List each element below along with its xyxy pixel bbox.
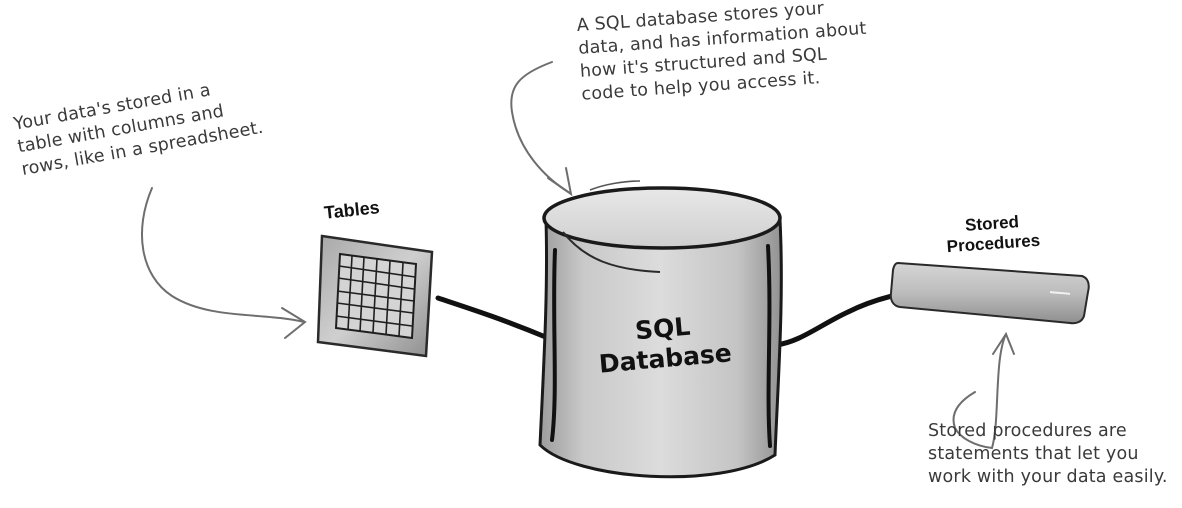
- connector-tables-database: [435, 295, 551, 341]
- procedures-note-line-1: Stored procedures are: [928, 421, 1127, 441]
- procedures-note: Stored procedures are statements that le…: [928, 420, 1168, 489]
- table-grid-icon: [316, 234, 434, 358]
- database-cylinder: [538, 180, 783, 479]
- procedures-note-line-3: work with your data easily.: [928, 467, 1168, 487]
- arrow-database-note: [510, 61, 573, 197]
- stored-procedures-bar: [889, 261, 1090, 325]
- arrow-procedures-note: [952, 331, 1015, 450]
- connector-database-procedures: [773, 293, 895, 348]
- arrow-tables-note: [141, 187, 307, 339]
- procedures-note-line-2: statements that let you: [928, 444, 1139, 464]
- stored-procedures-label: Stored Procedures: [945, 211, 1041, 257]
